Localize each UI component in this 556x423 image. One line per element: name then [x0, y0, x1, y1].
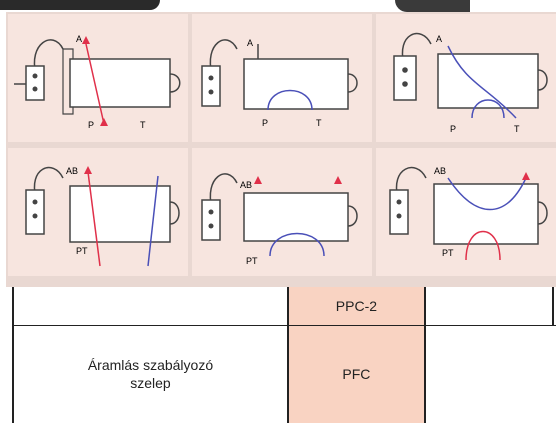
valve-diagram-4: AB PT: [25, 166, 180, 267]
diagram-cell-4: AB PT: [8, 148, 188, 276]
diagram-cell-2: A P T: [192, 14, 372, 142]
port-a-label: A: [247, 38, 253, 48]
valve-name-cell: Áramlás szabályozó szelep: [12, 325, 289, 423]
valve-code-cell: PFC: [287, 325, 426, 423]
photo-dark-area-right: [395, 0, 470, 12]
valve-diagram-1: A P T: [14, 34, 181, 130]
valve-diagram-grid: A P T A P T A P: [6, 12, 556, 287]
port-t-label: T: [514, 124, 520, 134]
diagram-cell-3: A P T: [376, 14, 556, 142]
port-ab-label: AB: [66, 166, 78, 176]
valve-name-cell: [12, 287, 289, 326]
port-p-label: P: [262, 118, 268, 128]
valve-spec-table: PPC-2 Áramlás szabályozó szelep PFC: [12, 287, 556, 423]
valve-extra-cell: [425, 325, 556, 423]
port-t-label: T: [316, 118, 322, 128]
port-t-label: T: [140, 120, 146, 130]
port-pt-label: PT: [442, 248, 454, 258]
valve-diagram-2: A P T: [201, 38, 358, 128]
table-row: Áramlás szabályozó szelep PFC: [12, 325, 556, 423]
port-pt-label: PT: [246, 256, 258, 266]
valve-diagram-3: A P T: [393, 32, 548, 134]
port-a-label: A: [436, 34, 442, 44]
port-a-label: A: [76, 34, 82, 44]
photo-edge: [0, 0, 556, 14]
valve-diagram-5: AB PT: [201, 173, 358, 266]
valve-diagram-6: AB PT: [389, 166, 548, 261]
valve-extra-cell: [424, 287, 556, 326]
port-ab-label: AB: [434, 166, 446, 176]
port-pt-label: PT: [76, 246, 88, 256]
port-p-label: P: [88, 120, 94, 130]
table-row: PPC-2: [12, 287, 556, 326]
diagram-cell-5: AB PT: [192, 148, 372, 276]
table-right-border: [552, 287, 554, 325]
valve-code-cell: PPC-2: [287, 287, 426, 326]
diagram-cell-1: A P T: [8, 14, 188, 142]
photo-dark-area-left: [0, 0, 160, 10]
port-ab-label: AB: [240, 180, 252, 190]
diagram-cell-6: AB PT: [376, 148, 556, 276]
port-p-label: P: [450, 124, 456, 134]
